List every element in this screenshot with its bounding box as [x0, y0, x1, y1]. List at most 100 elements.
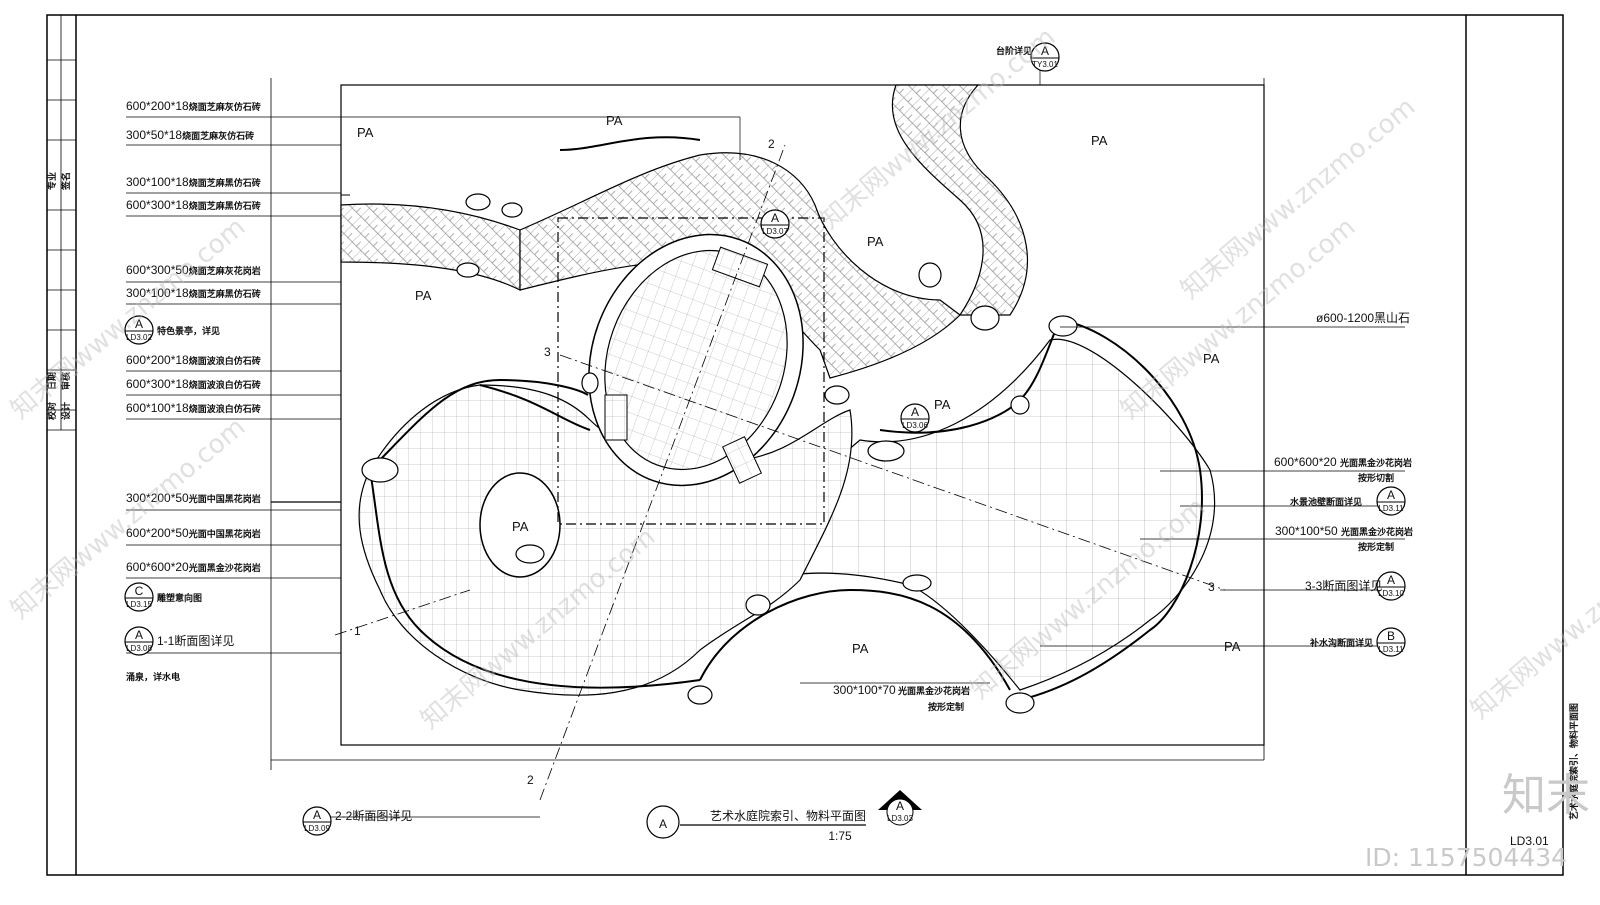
right-ref-0-letter: A — [1387, 488, 1395, 502]
bottom-callout: 300*100*70 — [833, 683, 896, 697]
left-callout-0: 600*200*18烧面芝麻灰仿石砖 — [126, 99, 261, 113]
left-ref-1-code: LD3.15 — [126, 600, 152, 609]
boulders — [361, 193, 1078, 714]
oval-pavilion — [588, 233, 804, 487]
left-ref-1-letter: C — [135, 584, 144, 598]
right-ref-2-code: LD3.11 — [1378, 645, 1404, 654]
canopy-outline — [557, 217, 825, 525]
watermark-0: 知末网www.znzmo.com — [5, 212, 251, 425]
pa-label-6: PA — [934, 397, 951, 412]
left-title-strip — [47, 15, 76, 431]
bottom-callout-mat: 光面黑金沙花岗岩 — [897, 685, 970, 697]
drawing-title: 艺术水庭院索引、物料平面图 — [710, 808, 866, 823]
title-block-cell-0: 专业 — [46, 172, 58, 190]
left-callout-8: 600*100*18烧面波浪白仿石砖 — [126, 401, 261, 415]
right-callout-2: 300*100*50 — [1275, 524, 1338, 538]
left-note: 涌泉，详水电 — [126, 671, 180, 683]
drawing-scale: 1:75 — [828, 829, 852, 843]
left-callout-1: 300*50*18烧面芝麻灰仿石砖 — [126, 128, 254, 142]
left-ref-0-code: LD3.02 — [126, 333, 152, 342]
left-ref-2-letter: A — [135, 628, 143, 642]
right-ref-text-1: 3-3断面图详见 — [1305, 578, 1382, 593]
section-mark-2: 2 — [768, 137, 775, 151]
pa-label-2: PA — [1091, 133, 1108, 148]
pa-label-4: PA — [415, 288, 432, 303]
right-callout-2-note: 按形定制 — [1358, 541, 1394, 553]
section-mark-4: 3 — [1208, 580, 1215, 594]
image-id: ID: 1157504434 — [1365, 843, 1567, 872]
plan-ref-0-code: LD3.07 — [762, 227, 788, 236]
sheet-number: LD3.01 — [1510, 834, 1549, 848]
plan-ref-1-code: LD3.06 — [902, 421, 928, 430]
plan-ref-1 — [900, 403, 930, 433]
left-callout-5: 300*100*18烧面芝麻黑仿石砖 — [126, 286, 261, 300]
left-ref-0-letter: A — [135, 317, 143, 331]
bottom-callout-note: 按形定制 — [928, 701, 964, 713]
left-ref-text-0: 特色景亭，详见 — [157, 325, 220, 337]
left-ref-text-2: 1-1断面图详见 — [157, 633, 234, 648]
section-lines — [334, 144, 1226, 801]
section-mark-1: 2 — [527, 773, 534, 787]
left-callout-2: 300*100*18烧面芝麻黑仿石砖 — [126, 175, 261, 189]
pa-label-7: PA — [512, 519, 529, 534]
pa-label-9: PA — [1224, 639, 1241, 654]
plan-ref-0 — [760, 209, 790, 239]
watermark-7: 知末网www.znzmo.com — [1465, 512, 1600, 725]
pa-label-1: PA — [606, 113, 623, 128]
title-block-cell-5: 设计 — [60, 402, 72, 420]
title-block-cell-2: 日期 — [46, 372, 58, 390]
watermark-1: 知末网www.znzmo.com — [815, 22, 1061, 235]
right-callout-1: 600*600*20 — [1274, 455, 1337, 469]
top-ref-text: 台阶详见 — [996, 45, 1032, 57]
right-callout-2-mat: 光面黑金沙花岗岩 — [1340, 526, 1413, 538]
left-callout-3: 600*300*18烧面芝麻黑仿石砖 — [126, 198, 261, 212]
left-callout-6: 600*200*18烧面波浪白仿石砖 — [126, 353, 261, 367]
bottom-ref-code: LD3.09 — [304, 824, 330, 833]
top-ref — [1030, 42, 1060, 72]
pa-label-8: PA — [852, 641, 869, 656]
curved-walls — [369, 136, 1203, 701]
right-ref-text-0: 水景池壁断面详见 — [1290, 496, 1362, 508]
pa-label-0: PA — [357, 125, 374, 140]
north-arrow-ref — [878, 790, 922, 826]
sheet-border — [46, 14, 1564, 876]
bottom-ref — [302, 806, 332, 836]
plan-ref-1-letter: A — [911, 405, 919, 419]
left-ref-1 — [124, 582, 154, 612]
left-ref-2-code: LD3.08 — [126, 644, 152, 653]
title-block-cell-4: 校对 — [46, 402, 58, 420]
left-ref-0 — [124, 315, 154, 345]
title-symbol: A — [659, 817, 667, 831]
left-callout-9: 300*200*50光面中国黑花岗岩 — [126, 491, 261, 505]
right-ref-1-letter: A — [1387, 573, 1395, 587]
pa-label-3: PA — [867, 234, 884, 249]
plan-ref-0-letter: A — [771, 211, 779, 225]
title-symbol-circle — [646, 805, 680, 839]
brand-mark: 知末 — [1502, 770, 1590, 821]
left-callout-10: 600*200*50光面中国黑花岗岩 — [126, 526, 261, 540]
side-title: 艺术水庭院索引、物料平面图 — [1568, 703, 1580, 820]
right-ref-2-letter: B — [1387, 629, 1395, 643]
bottom-ref-letter: A — [313, 808, 321, 822]
right-ref-text-2: 补水沟断面详见 — [1309, 637, 1373, 649]
left-callout-11: 600*600*20光面黑金沙花岗岩 — [126, 560, 261, 574]
north-arrow-letter: A — [896, 799, 904, 813]
watermark-4: 知末网www.znzmo.com — [965, 492, 1211, 705]
left-ref-text-1: 雕塑意向图 — [157, 592, 202, 604]
title-block-cell-1: 签名 — [60, 172, 72, 191]
right-callout-1-mat: 光面黑金沙花岗岩 — [1339, 457, 1412, 469]
right-callout-0: ø600-1200黑山石 — [1316, 311, 1410, 325]
left-callout-7: 600*300*18烧面波浪白仿石砖 — [126, 377, 261, 391]
right-ref-0 — [1376, 486, 1406, 516]
right-leader-lines — [320, 48, 1405, 818]
left-leader-lines — [126, 116, 741, 654]
top-ref-letter: A — [1041, 44, 1049, 58]
right-ref-2 — [1376, 627, 1406, 657]
north-arrow-code: LD3.03 — [887, 814, 913, 823]
watermark-6: 知末网www.znzmo.com — [415, 522, 661, 735]
right-ref-0-code: LD3.11 — [1378, 504, 1404, 513]
top-ref-code: TY3.01 — [1032, 60, 1058, 69]
bottom-ref-text: 2-2断面图详见 — [335, 808, 412, 823]
